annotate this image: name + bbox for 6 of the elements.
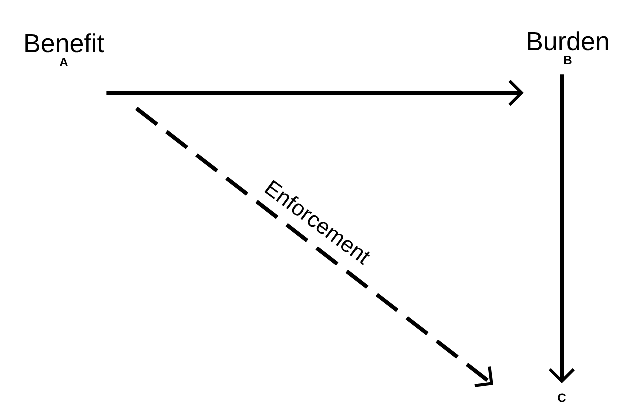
node-label: C (558, 394, 566, 402)
node-label: Benefit A (26, 34, 104, 66)
arrow (106, 80, 524, 106)
arrow (548, 74, 576, 384)
arrow (135, 107, 494, 388)
node-label: Burden B (528, 32, 608, 64)
